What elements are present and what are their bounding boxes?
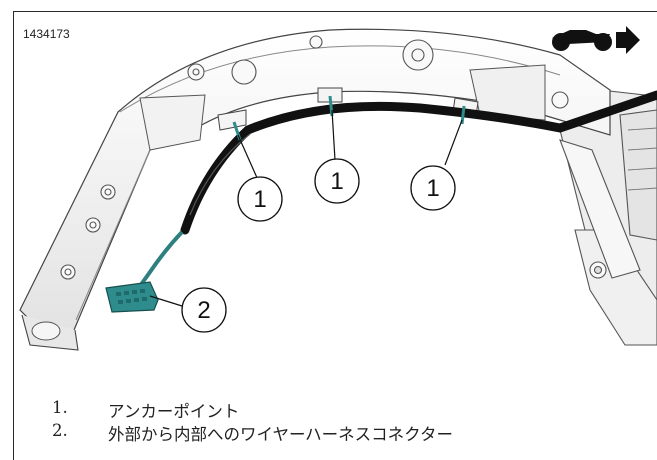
frame-right-structure — [559, 89, 657, 346]
legend-number: 1. — [52, 398, 68, 417]
legend-label: 外部から内部へのワイヤーハーネスコネクター — [108, 425, 454, 444]
figure-frame — [13, 11, 657, 460]
callout-leaders — [149, 109, 463, 307]
legend-list: 1. アンカーポイント 2. 外部から内部へのワイヤーハーネスコネクター — [52, 398, 453, 444]
legend-label: アンカーポイント — [108, 402, 240, 421]
svg-text:1: 1 — [426, 175, 439, 202]
legend-item: 2. 外部から内部へのワイヤーハーネスコネクター — [52, 421, 453, 444]
frame-arch — [19, 28, 611, 351]
callout-1a: 1 — [237, 176, 283, 222]
callout-2: 2 — [181, 287, 227, 333]
legend-number: 2. — [52, 421, 68, 440]
harness-connector — [105, 281, 159, 313]
callout-1c: 1 — [410, 165, 456, 211]
figure-id: 1434173 — [23, 27, 70, 41]
svg-text:1: 1 — [253, 186, 266, 213]
svg-text:1: 1 — [330, 168, 343, 195]
motorcycle-front-arrow-icon — [552, 26, 640, 54]
callout-1b: 1 — [314, 158, 360, 204]
svg-text:2: 2 — [197, 297, 210, 324]
legend-item: 1. アンカーポイント — [52, 398, 453, 421]
